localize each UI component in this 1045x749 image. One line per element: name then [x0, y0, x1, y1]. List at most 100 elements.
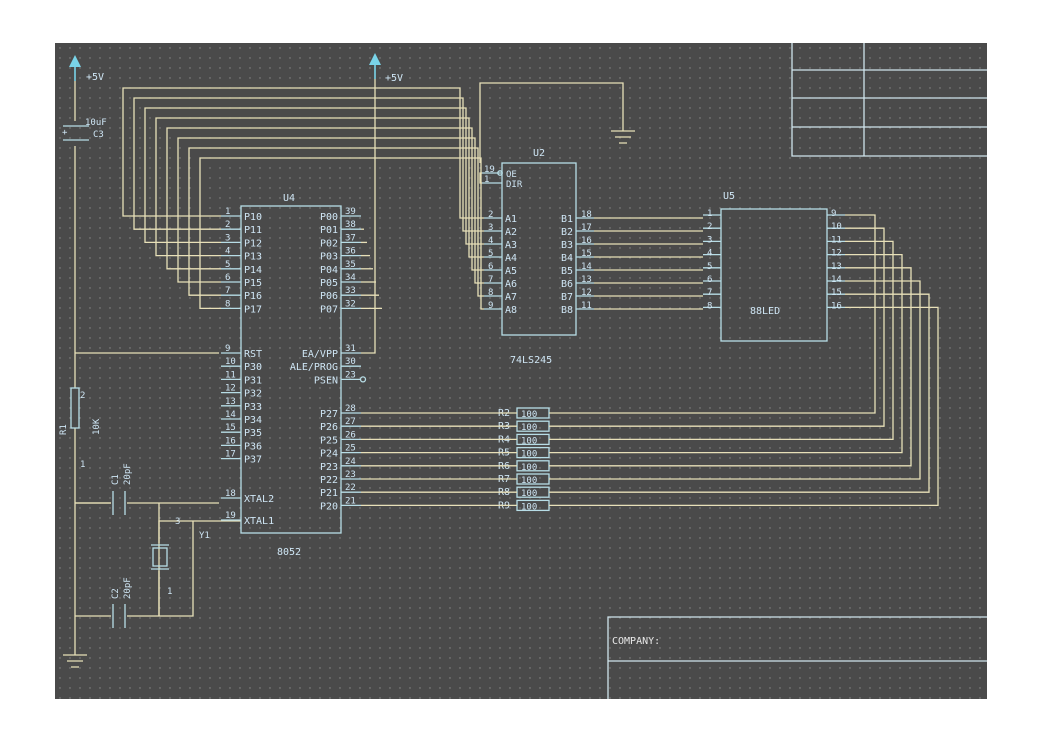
- r1-value: 10K: [92, 418, 102, 435]
- u4-pin-number: 39: [345, 207, 356, 217]
- u2-pin-number: 1: [484, 175, 489, 185]
- u2-pin-name: A2: [505, 227, 517, 238]
- grid-dots: [55, 43, 987, 699]
- u2-pin-name: A3: [505, 240, 517, 251]
- schematic-sheet: COMPANY: +5V +5V + 10uF C3 2 1 R1 10K C1…: [55, 43, 987, 699]
- u4-pin-number: 15: [225, 423, 236, 433]
- u5-pin-number: 6: [707, 275, 712, 285]
- u2-pin-number: 3: [488, 223, 493, 233]
- u4-pin-number: 19: [225, 511, 236, 521]
- vcc-left-label: +5V: [86, 72, 104, 83]
- resistor-value: 100: [521, 476, 537, 486]
- u4-pin-name: P15: [244, 278, 262, 289]
- wire-nets: [122, 79, 939, 507]
- u4-pin-name: P37: [244, 455, 262, 466]
- u2-pin-number: 11: [581, 301, 592, 311]
- c1-ref: C1: [111, 474, 121, 485]
- u5-pin-number: 7: [707, 288, 712, 298]
- u4-pin-name: P14: [244, 265, 262, 276]
- resistor-value: 100: [521, 489, 537, 499]
- u4-pin-name: P03: [320, 252, 338, 263]
- u4-pin-number: 22: [345, 483, 356, 493]
- u2-pin-number: 19: [484, 165, 495, 175]
- u2-pin-number: 8: [488, 288, 493, 298]
- u4-pin-name: P33: [244, 402, 262, 413]
- left-rail: [74, 81, 241, 655]
- net-p1-to-u2: [166, 127, 484, 271]
- u4-pin-number: 11: [225, 370, 236, 380]
- u4-pin-number: 27: [345, 417, 356, 427]
- u5-pin-number: 11: [831, 235, 842, 245]
- net-u5-to-res: [549, 267, 912, 467]
- u2-pin-number: 6: [488, 262, 493, 272]
- u4-pin-name: P07: [320, 304, 338, 315]
- u4-pin-number: 3: [225, 233, 230, 243]
- u4-pin-number: 4: [225, 247, 230, 257]
- u5-pin-number: 4: [707, 249, 712, 259]
- u2-pin-number: 5: [488, 249, 493, 259]
- y1-pin-bottom: 1: [167, 587, 172, 597]
- u2-pin-name: A1: [505, 214, 517, 225]
- c2-value: 20pF: [123, 577, 133, 599]
- u4-pin-name: P20: [320, 501, 338, 512]
- net-u5-to-res: [549, 240, 894, 441]
- u4-pin-number: 8: [225, 299, 230, 309]
- u4-pin-number: 10: [225, 357, 236, 367]
- u4-ref: U4: [283, 193, 295, 204]
- u4-pin-name: PSEN: [314, 375, 338, 386]
- net-u5-to-res: [549, 214, 876, 414]
- u4-pin-number: 7: [225, 286, 230, 296]
- u5-pin-number: 3: [707, 235, 712, 245]
- resistor-value: 100: [521, 423, 537, 433]
- u4-pin-number: 36: [345, 247, 356, 257]
- u4-pin-number: 6: [225, 273, 230, 283]
- u4-pin-name: P10: [244, 212, 262, 223]
- u2-pin-name: A6: [505, 279, 517, 290]
- u4-pin-number: 2: [225, 220, 230, 230]
- net-u5-to-res: [549, 280, 921, 480]
- u4-pin-name: P23: [320, 462, 338, 473]
- u4-pin-number: 28: [345, 404, 356, 414]
- vcc-arrow-icon: [369, 53, 381, 65]
- title-block-bottom: COMPANY:: [607, 616, 987, 699]
- u4-pin-number: 1: [225, 207, 230, 217]
- u4-pin-name: P25: [320, 435, 338, 446]
- resistor-r1: 2 1 R1 10K: [59, 387, 102, 470]
- y1-pin-top: 3: [175, 517, 180, 527]
- y1-ref: Y1: [199, 531, 210, 541]
- u2-pin-name: B3: [561, 240, 573, 251]
- u4-pin-name: P24: [320, 449, 338, 460]
- capacitor-c2: C2 20pF: [111, 577, 133, 628]
- oe-bubble: [497, 170, 503, 176]
- u4-pin-number: 21: [345, 496, 356, 506]
- u2-pin-name: A7: [505, 292, 517, 303]
- u4-pin-name: XTAL1: [244, 516, 274, 527]
- u2-pin-number: 12: [581, 288, 592, 298]
- net-p1-to-u2: [199, 157, 484, 310]
- c3-plus: +: [62, 128, 68, 138]
- u2-pin-number: 14: [581, 262, 592, 272]
- u4-pin-number: 17: [225, 450, 236, 460]
- u2-pin-name: B2: [561, 227, 573, 238]
- u2-pin-name: OE: [506, 170, 517, 180]
- u2-pin-number: 15: [581, 249, 592, 259]
- crystal-y1: 3 1 Y1: [151, 503, 210, 616]
- u4-pin-name: P22: [320, 475, 338, 486]
- u5-part: 88LED: [750, 306, 780, 317]
- u4-pin-number: 9: [225, 344, 230, 354]
- u5-pin-number: 15: [831, 288, 842, 298]
- resistor-value: 100: [521, 450, 537, 460]
- resistor-value: 100: [521, 436, 537, 446]
- u2-pin-number: 4: [488, 236, 493, 246]
- c3-value: 10uF: [85, 118, 107, 128]
- u4-pin-number: 37: [345, 233, 356, 243]
- u2-pin-name: DIR: [506, 180, 523, 190]
- u5-pin-number: 14: [831, 275, 842, 285]
- r1-ref: R1: [59, 424, 69, 435]
- u4-pin-name: P04: [320, 265, 338, 276]
- c1-value: 20pF: [123, 463, 133, 485]
- u2-pin-name: A5: [505, 266, 517, 277]
- u4-part: 8052: [277, 547, 301, 558]
- net-p1-to-u2: [177, 137, 484, 284]
- resistor-value: 100: [521, 502, 537, 512]
